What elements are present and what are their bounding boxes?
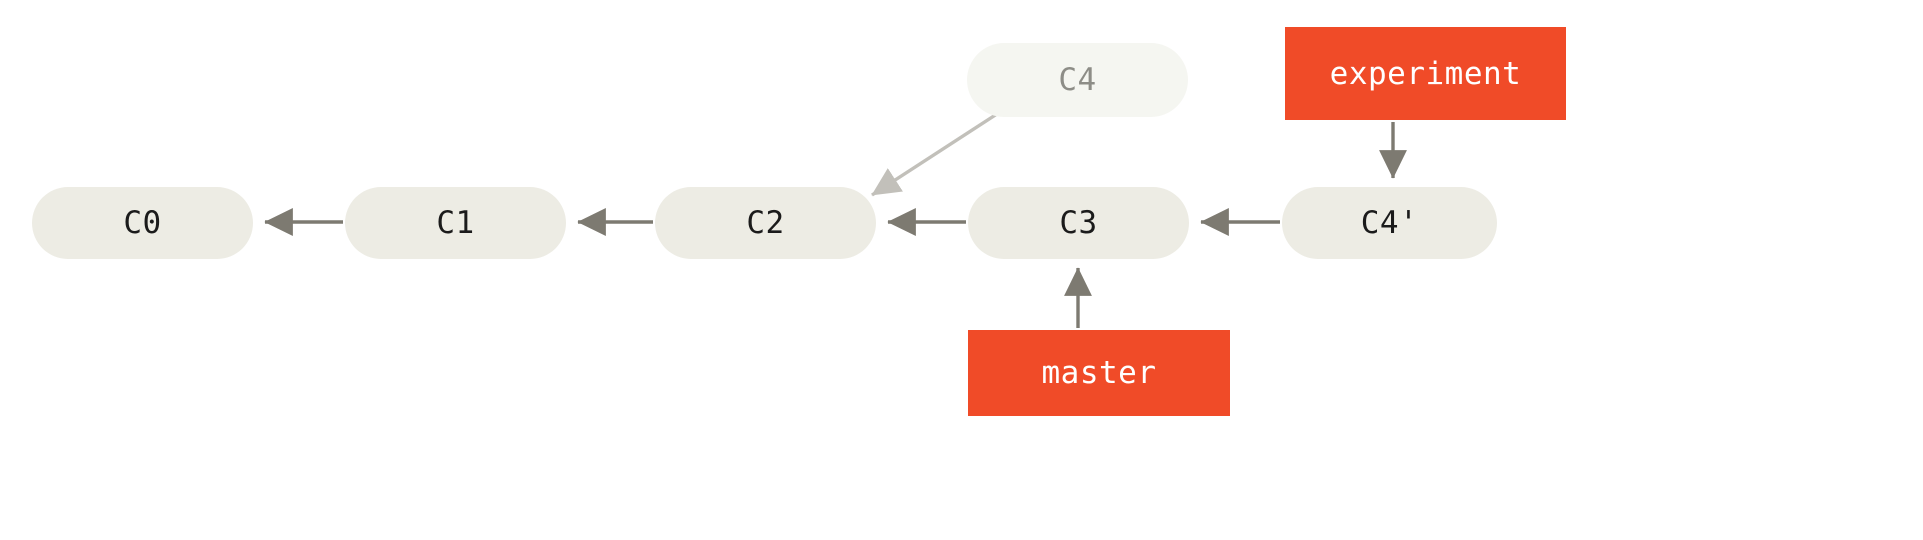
commit-node-c2[interactable]: C2 bbox=[655, 187, 876, 259]
commit-label: C2 bbox=[746, 205, 785, 241]
commit-node-c3[interactable]: C3 bbox=[968, 187, 1189, 259]
commit-node-c4[interactable]: C4 bbox=[967, 43, 1188, 117]
commit-node-c0[interactable]: C0 bbox=[32, 187, 253, 259]
commit-label: C3 bbox=[1059, 205, 1098, 241]
commit-label: C1 bbox=[436, 205, 475, 241]
commit-label: C0 bbox=[123, 205, 162, 241]
commit-label: C4 bbox=[1058, 62, 1097, 98]
commit-node-c4-prime[interactable]: C4' bbox=[1282, 187, 1497, 259]
commit-label: C4' bbox=[1360, 205, 1419, 241]
branch-label-text: master bbox=[1041, 355, 1157, 391]
edge-c4-to-c2 bbox=[871, 110, 1001, 197]
branch-label-experiment[interactable]: experiment bbox=[1285, 27, 1566, 120]
branch-label-master[interactable]: master bbox=[968, 330, 1230, 416]
commit-node-c1[interactable]: C1 bbox=[345, 187, 566, 259]
branch-label-text: experiment bbox=[1329, 55, 1522, 92]
